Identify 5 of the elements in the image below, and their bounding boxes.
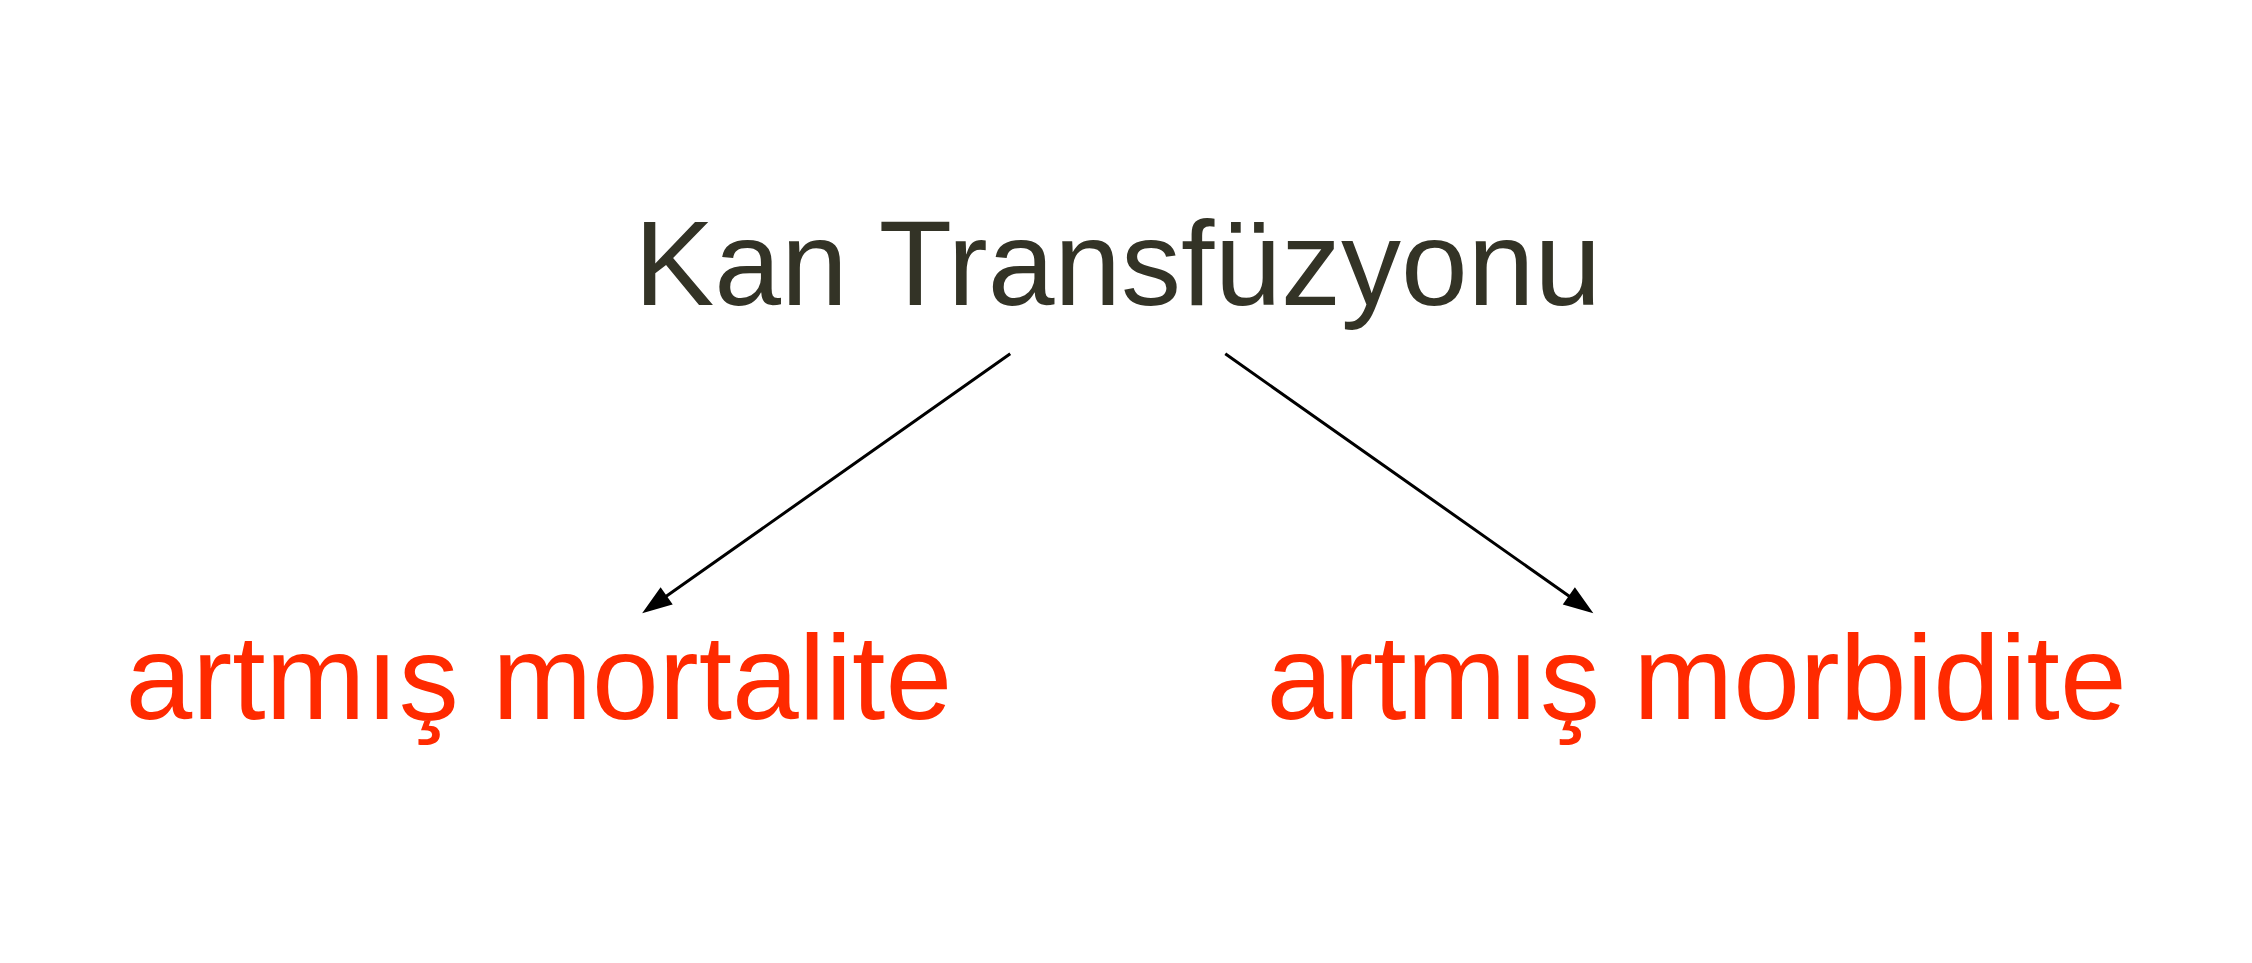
node-text: Kan Transfüzyonu xyxy=(634,195,1602,330)
arrow xyxy=(1224,352,1594,613)
node-text: artmış morbidite xyxy=(1266,609,2127,744)
arrow xyxy=(642,352,1012,613)
node-text: artmış mortalite xyxy=(125,609,953,744)
